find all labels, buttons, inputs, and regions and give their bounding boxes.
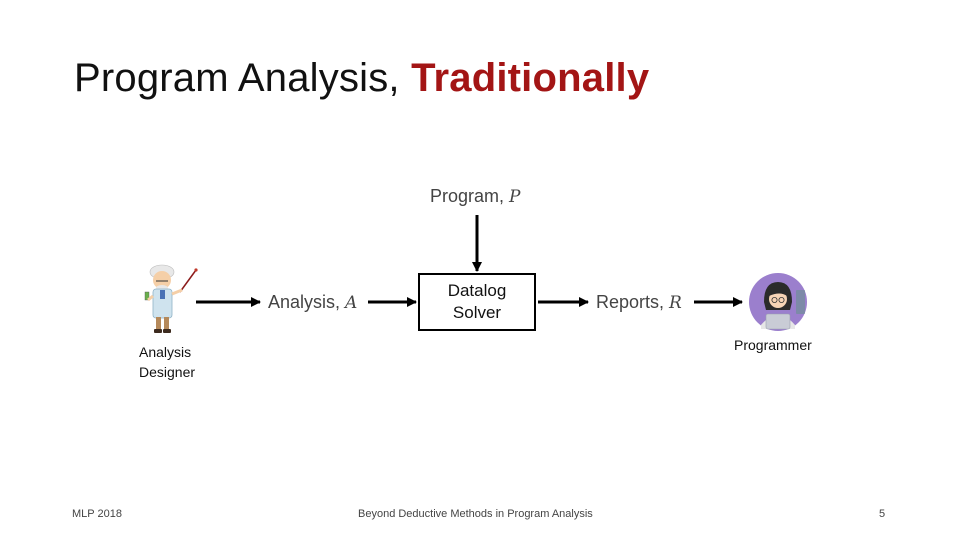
solver-label-line2: Solver [453,302,501,324]
programmer-label: Programmer [734,337,812,353]
analysis-designer-label: Analysis Designer [139,342,195,382]
program-label-text: Program, [430,186,504,206]
footer-talk-title: Beyond Deductive Methods in Program Anal… [358,508,593,520]
reports-output-label: Reports, R [596,292,682,313]
datalog-solver-box: Datalog Solver [418,273,536,331]
programmer-avatar-icon [749,273,807,331]
footer-conference: MLP 2018 [72,508,122,520]
designer-label-line1: Analysis [139,342,195,362]
analysis-label-text: Analysis, [268,292,340,312]
reports-variable: R [669,293,682,313]
footer-page-number: 5 [879,508,885,520]
program-variable: P [509,187,520,207]
program-input-label: Program, P [430,186,521,207]
analysis-input-label: Analysis, A [268,292,357,313]
solver-label-line1: Datalog [448,280,507,302]
reports-label-text: Reports, [596,292,664,312]
analysis-variable: A [345,293,357,313]
scientist-icon [145,265,198,333]
designer-label-line2: Designer [139,362,195,382]
